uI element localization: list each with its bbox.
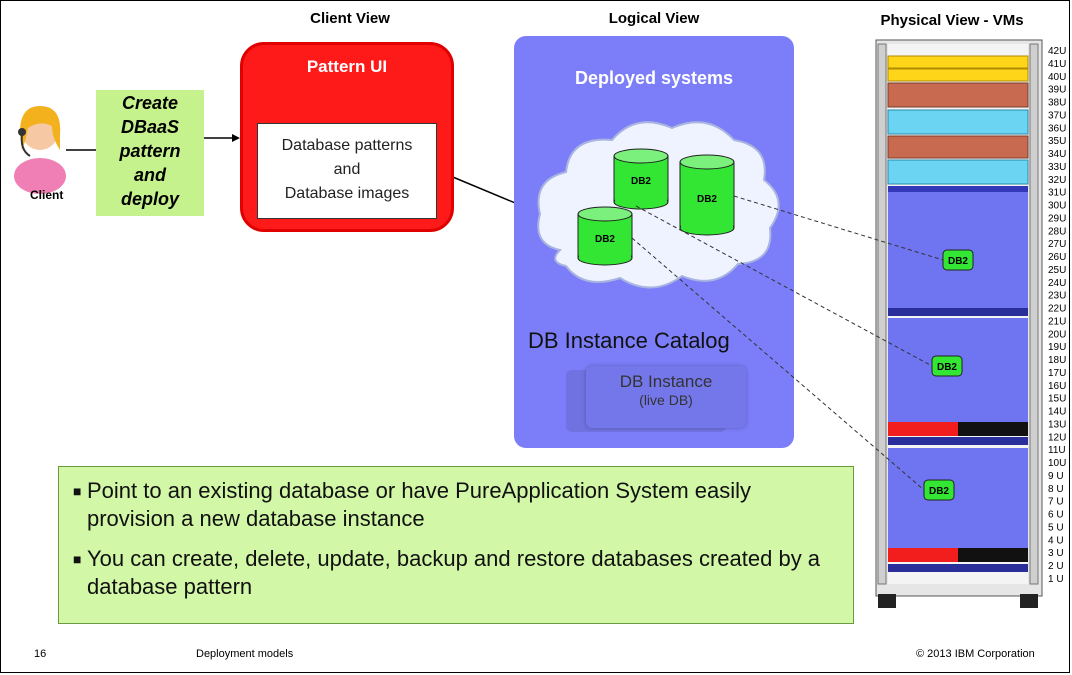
action-line: deploy <box>120 189 179 209</box>
vm-db2-label: DB2 <box>948 256 968 267</box>
pattern-ui-line: Database patterns <box>281 137 413 154</box>
rack-unit-label: 7 U <box>1048 497 1064 508</box>
server-rack: DB2 DB2 DB2 <box>875 39 1043 608</box>
rack-unit-label: 6 U <box>1048 510 1064 521</box>
rack-unit-label: 27U <box>1048 239 1066 250</box>
rack-unit-label: 25U <box>1048 265 1066 276</box>
rack-unit-label: 23U <box>1048 291 1066 302</box>
rack-unit-label: 4 U <box>1048 535 1064 546</box>
rack-unit-label: 21U <box>1048 316 1066 327</box>
create-deploy-box: Create DBaaS pattern and deploy <box>96 90 204 216</box>
bullet-item: ■ You can create, delete, update, backup… <box>73 545 841 601</box>
rack-unit-label: 38U <box>1048 98 1066 109</box>
mapping-dashed-line <box>631 237 925 491</box>
rack-unit-label: 18U <box>1048 355 1066 366</box>
db2-label: DB2 <box>595 234 615 245</box>
logical-view-header: Logical View <box>608 10 700 27</box>
rack-unit-label: 10U <box>1048 458 1066 469</box>
rack-unit-label: 35U <box>1048 136 1066 147</box>
rack-unit-label: 42U <box>1048 46 1066 57</box>
physical-view-header: Physical View - VMs <box>880 12 1024 29</box>
rack-unit-label: 3 U <box>1048 548 1064 559</box>
rack-unit-label: 22U <box>1048 304 1066 315</box>
rack-unit-label: 37U <box>1048 110 1066 121</box>
rack-unit-label: 24U <box>1048 278 1066 289</box>
rack-unit-label: 36U <box>1048 123 1066 134</box>
rack-unit-label: 11U <box>1048 445 1066 456</box>
bullet-marker-icon: ■ <box>73 483 82 499</box>
person-headset-icon <box>14 106 66 194</box>
rack-unit-label: 5 U <box>1048 522 1064 533</box>
rack-unit-label: 29U <box>1048 213 1066 224</box>
rack-unit-label: 12U <box>1048 432 1066 443</box>
db2-label: DB2 <box>697 194 717 205</box>
pattern-ui-panel: Pattern UI Database patterns and Databas… <box>240 42 454 232</box>
rack-unit-label: 39U <box>1048 85 1066 96</box>
rack-unit-label: 19U <box>1048 342 1066 353</box>
db-instance-subtitle: (live DB) <box>639 392 693 408</box>
bullet-marker-icon: ■ <box>73 551 82 567</box>
bullet-item: ■ Point to an existing database or have … <box>73 477 841 533</box>
rack-unit-label: 13U <box>1048 419 1066 430</box>
deployed-systems-title: Deployed systems <box>574 68 734 88</box>
copyright: © 2013 IBM Corporation <box>916 648 1035 660</box>
action-line: and <box>133 165 166 185</box>
pattern-ui-title: Pattern UI <box>306 57 388 76</box>
pattern-ui-line: Database images <box>284 185 410 202</box>
footer-section: Deployment models <box>196 648 294 660</box>
rack-unit-label: 40U <box>1048 72 1066 83</box>
vm-db2-label: DB2 <box>929 486 949 497</box>
rack-unit-label: 32U <box>1048 175 1066 186</box>
bullet-text: Point to an existing database or have Pu… <box>87 478 752 531</box>
rack-unit-label: 20U <box>1048 329 1066 340</box>
vm-db2-label: DB2 <box>937 362 957 373</box>
rack-unit-label: 31U <box>1048 188 1066 199</box>
client-label: Client <box>30 188 64 202</box>
pattern-ui-line: and <box>333 161 361 178</box>
db-instance-catalog-label: DB Instance Catalog <box>528 328 730 353</box>
rack-unit-label: 34U <box>1048 149 1066 160</box>
db-instance-card: DB Instance (live DB) <box>586 366 746 428</box>
rack-unit-label: 2 U <box>1048 561 1064 572</box>
bullet-text: You can create, delete, update, backup a… <box>87 546 821 599</box>
rack-unit-label: 1 U <box>1048 574 1064 585</box>
rack-unit-label: 33U <box>1048 162 1066 173</box>
rack-unit-label: 14U <box>1048 407 1066 418</box>
mapping-dashed-line <box>733 195 944 261</box>
rack-unit-label: 28U <box>1048 226 1066 237</box>
rack-unit-labels: 42U41U40U39U38U37U36U35U34U33U32U31U30U2… <box>1048 46 1066 585</box>
db2-cylinder-icon: DB2 <box>679 154 735 236</box>
action-line: pattern <box>119 141 181 161</box>
rack-unit-label: 9 U <box>1048 471 1064 482</box>
db2-cylinder-icon: DB2 <box>613 148 669 210</box>
pattern-ui-content-box: Database patterns and Database images <box>257 123 437 219</box>
mapping-dashed-line <box>635 205 933 367</box>
action-line: DBaaS <box>120 117 180 137</box>
rack-unit-label: 16U <box>1048 381 1066 392</box>
rack-unit-label: 17U <box>1048 368 1066 379</box>
key-points-box: ■ Point to an existing database or have … <box>58 466 854 624</box>
db2-cylinder-icon: DB2 <box>577 206 633 266</box>
client-view-header: Client View <box>310 10 390 27</box>
db2-label: DB2 <box>631 176 651 187</box>
rack-unit-label: 8 U <box>1048 484 1064 495</box>
rack-unit-label: 30U <box>1048 201 1066 212</box>
page-number: 16 <box>34 648 47 660</box>
action-line: Create <box>121 93 179 113</box>
rack-unit-label: 15U <box>1048 394 1066 405</box>
rack-unit-label: 41U <box>1048 59 1066 70</box>
rack-unit-label: 26U <box>1048 252 1066 263</box>
db-instance-title: DB Instance <box>619 372 713 391</box>
